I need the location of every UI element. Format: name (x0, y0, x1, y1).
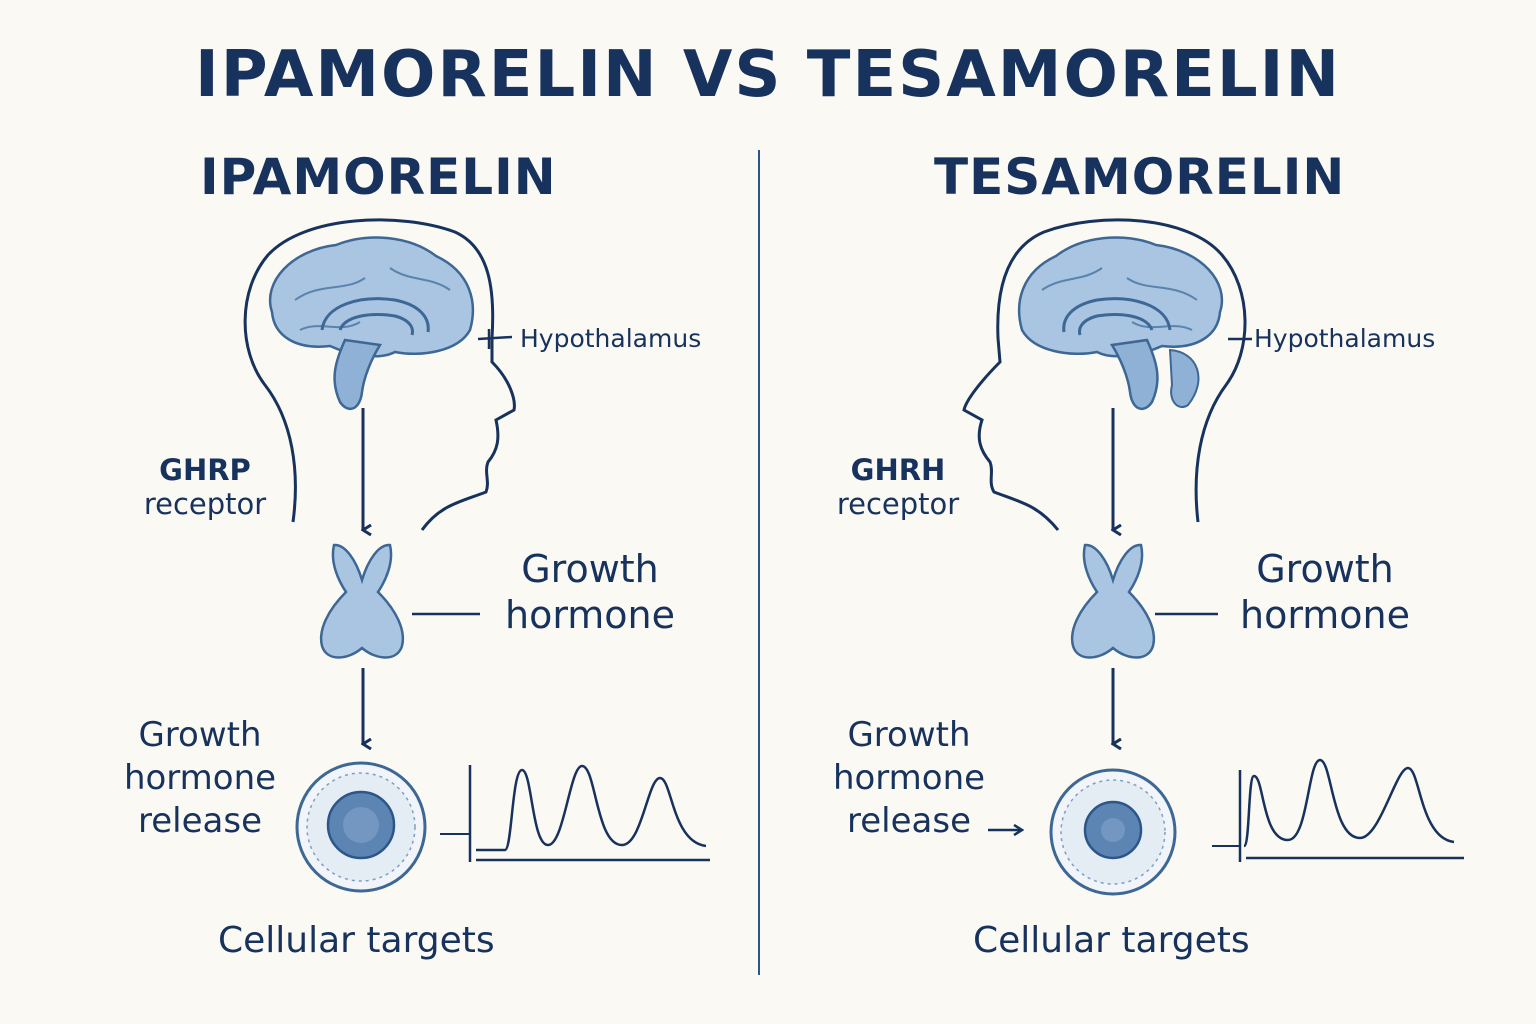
gh-pulse-graph (1212, 758, 1464, 862)
target-cell-icon (295, 761, 427, 893)
growth-hormone-label: Growth hormone (495, 546, 685, 638)
release-line-1: Growth (847, 715, 971, 755)
growth-hormone-release-label: Growth hormone release (115, 714, 285, 843)
main-title: IPAMORELIN VS TESAMORELIN (194, 38, 1342, 112)
gh-line-2: hormone (1239, 593, 1411, 637)
release-line-2: hormone (832, 758, 986, 798)
gh-line-1: Growth (1256, 547, 1394, 591)
receptor-word: receptor (836, 487, 960, 521)
target-cell-icon (1049, 768, 1177, 896)
growth-hormone-label: Growth hormone (1230, 546, 1420, 638)
release-line-3: release (847, 801, 971, 841)
tesamorelin-heading: TESAMORELIN (934, 148, 1346, 206)
ipamorelin-heading: IPAMORELIN (200, 148, 557, 206)
receptor-name: GHRP (159, 453, 251, 487)
pituitary-gland-icon (1070, 543, 1156, 659)
receptor-word: receptor (143, 487, 267, 521)
center-divider (758, 150, 760, 975)
release-line-3: release (138, 801, 262, 841)
gh-pulse-graph (440, 764, 710, 862)
hypothalamus-label: Hypothalamus (1254, 324, 1436, 353)
head-outline (962, 218, 1247, 531)
gh-line-1: Growth (521, 547, 659, 591)
tesamorelin-diagram (962, 218, 1464, 896)
hypothalamus-pointer (477, 335, 513, 341)
cellular-targets-label: Cellular targets (218, 920, 495, 961)
ipamorelin-diagram (243, 218, 710, 893)
pituitary-gland-icon (319, 543, 405, 659)
gh-line-2: hormone (504, 593, 676, 637)
growth-hormone-release-label: Growth hormone release (824, 714, 994, 843)
head-outline (243, 218, 516, 531)
receptor-label: GHRH receptor (823, 453, 973, 521)
release-line-2: hormone (123, 758, 277, 798)
brain-icon (1017, 236, 1224, 411)
cellular-targets-label: Cellular targets (973, 920, 1250, 961)
release-line-1: Growth (138, 715, 262, 755)
hypothalamus-label: Hypothalamus (520, 324, 702, 353)
receptor-name: GHRH (850, 453, 946, 487)
brain-icon (268, 236, 475, 411)
ipamorelin-panel: IPAMORELIN Hypothalamus GHRP receptor Gr… (115, 148, 710, 961)
tesamorelin-panel: TESAMORELIN Hypothalamus GHRH receptor G… (768, 0, 1536, 1024)
receptor-label: GHRP receptor (130, 453, 280, 521)
